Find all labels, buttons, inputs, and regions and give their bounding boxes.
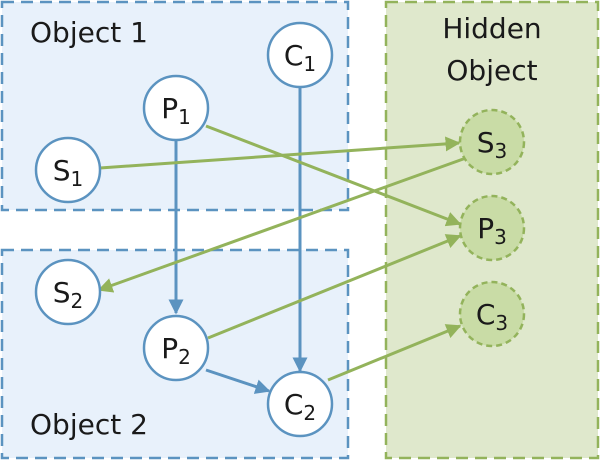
node-p3: P3 xyxy=(458,194,526,262)
edge-p1-p3 xyxy=(205,124,462,227)
edge-s3-s2 xyxy=(97,156,467,293)
hidden-object-label-line2: Object xyxy=(446,54,537,87)
svg-text:P3: P3 xyxy=(477,212,507,249)
node-s2: S2 xyxy=(34,258,102,326)
svg-text:S1: S1 xyxy=(53,154,84,191)
node-c2: C2 xyxy=(266,370,334,438)
svg-text:C2: C2 xyxy=(284,388,316,425)
edge-p2-c2 xyxy=(205,368,271,394)
svg-text:C3: C3 xyxy=(476,298,508,335)
hidden-object-label-line1: Hidden xyxy=(442,12,541,45)
node-c3: C3 xyxy=(458,280,526,348)
node-p2: P2 xyxy=(142,314,210,382)
svg-text:P2: P2 xyxy=(161,332,191,369)
svg-text:C1: C1 xyxy=(284,39,316,76)
edge-p2-p3 xyxy=(207,234,462,340)
node-p1: P1 xyxy=(142,74,210,142)
object2-label: Object 2 xyxy=(30,408,148,441)
edge-c2-c3 xyxy=(327,324,462,382)
node-s3: S3 xyxy=(458,108,526,176)
node-s1: S1 xyxy=(34,136,102,204)
object1-label: Object 1 xyxy=(30,16,148,49)
svg-text:S3: S3 xyxy=(477,126,508,163)
svg-text:P1: P1 xyxy=(161,92,191,129)
node-c1: C1 xyxy=(266,21,334,89)
svg-text:S2: S2 xyxy=(53,276,84,313)
